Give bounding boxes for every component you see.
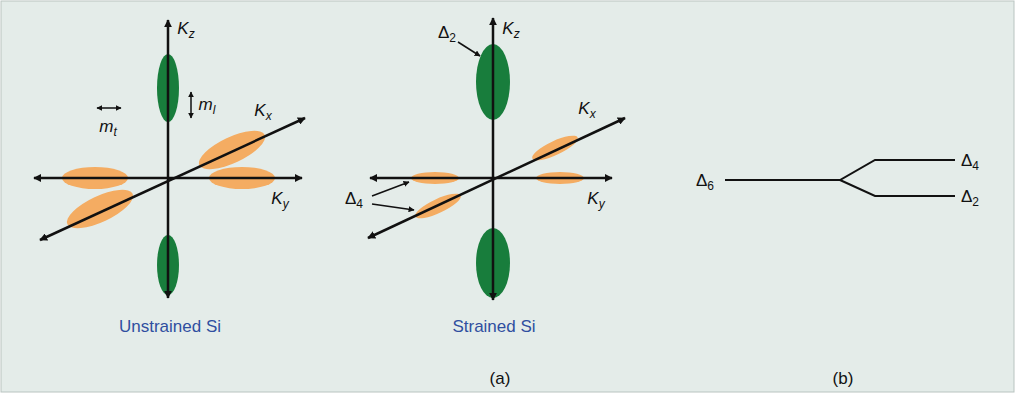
axis-label: Kx bbox=[254, 102, 271, 122]
axis-label: Kx bbox=[578, 100, 595, 120]
mass-label: mt bbox=[99, 118, 117, 138]
valley-label: Δ4 bbox=[345, 190, 363, 210]
panel-letter: (b) bbox=[833, 370, 854, 387]
axis-label: Kz bbox=[502, 20, 519, 40]
band-splitting bbox=[725, 160, 955, 196]
mass-label: ml bbox=[199, 96, 216, 116]
strained-valleys bbox=[368, 18, 625, 300]
panel-caption: Strained Si bbox=[452, 318, 535, 335]
valley-label: Δ2 bbox=[438, 24, 456, 44]
axis-label: Kz bbox=[177, 20, 194, 40]
band-label: Δ6 bbox=[696, 172, 714, 192]
unstrained-valleys bbox=[34, 20, 305, 298]
axis-label: Ky bbox=[587, 190, 604, 210]
band-label: Δ4 bbox=[961, 152, 979, 172]
band-label: Δ2 bbox=[961, 188, 979, 208]
panel-caption: Unstrained Si bbox=[119, 318, 221, 335]
panel-letter: (a) bbox=[490, 370, 511, 387]
axis-label: Ky bbox=[271, 190, 288, 210]
